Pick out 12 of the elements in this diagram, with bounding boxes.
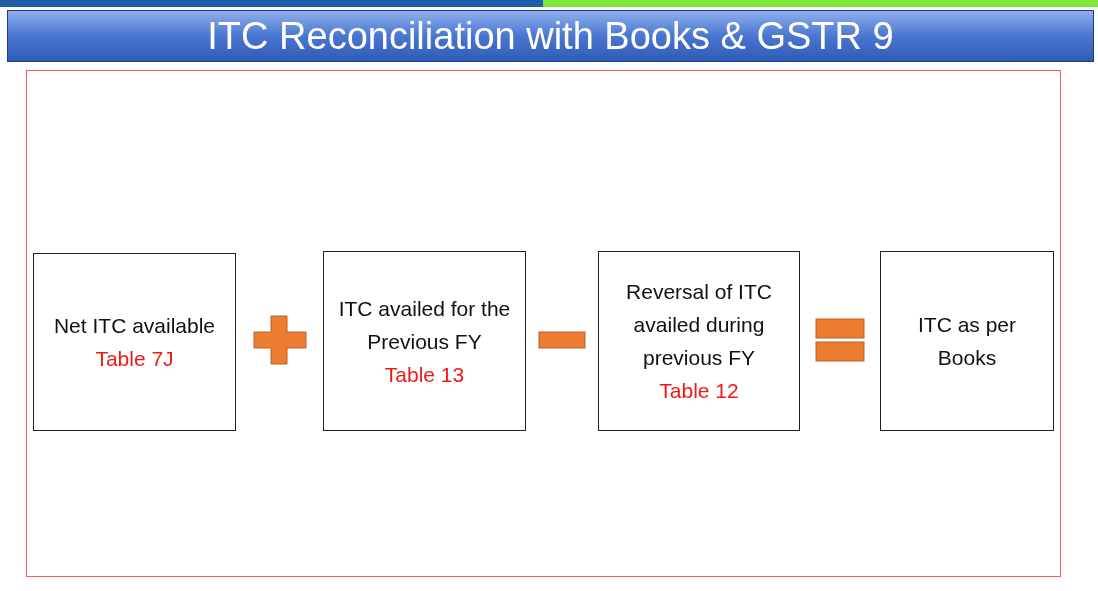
title-banner: ITC Reconciliation with Books & GSTR 9	[7, 10, 1094, 62]
box-text: ITC as per Books	[917, 312, 1017, 371]
process-box	[880, 251, 1054, 431]
table-reference: Table 7J	[95, 346, 174, 372]
table-reference: Table 12	[659, 378, 739, 404]
process-box	[323, 251, 526, 431]
box-text: ITC availed for the Previous FY	[337, 295, 512, 355]
process-box	[33, 253, 236, 431]
box-text: Reversal of ITC availed during previous FY	[625, 279, 773, 371]
process-box	[598, 251, 800, 431]
box-text: Net ITC available	[53, 313, 216, 339]
table-reference: Table 13	[384, 361, 465, 388]
